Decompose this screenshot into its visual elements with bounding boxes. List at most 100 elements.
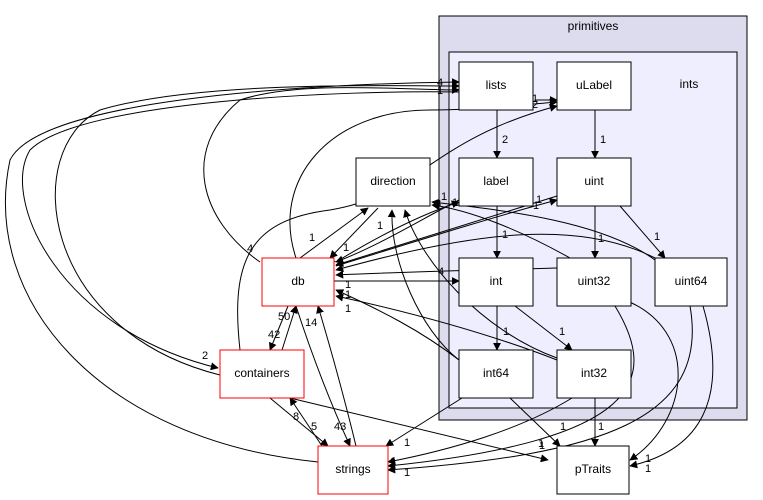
cluster-ints-title: ints bbox=[680, 77, 699, 91]
label-containers-strings: 5 bbox=[311, 421, 317, 433]
edge-uint64-strings bbox=[387, 305, 693, 474]
label-int64-strings: 1 bbox=[404, 437, 410, 449]
label-int64-pTraits: 1 bbox=[560, 421, 566, 433]
label-strings-label: 1 bbox=[441, 191, 447, 203]
edges bbox=[5, 78, 714, 474]
edge-uint64-pTraits bbox=[629, 305, 714, 469]
node-uint32[interactable]: uint32 bbox=[556, 257, 632, 307]
node-uint32-label: uint32 bbox=[578, 274, 611, 288]
label-strings-containers: 8 bbox=[293, 411, 299, 423]
label-db-int: 4 bbox=[438, 266, 444, 278]
edge-uint64-db bbox=[335, 233, 656, 272]
edge-uint-uint64 bbox=[619, 205, 666, 259]
node-lists[interactable]: lists bbox=[458, 61, 534, 111]
label-db-uint64: 1 bbox=[345, 303, 351, 315]
label-uint-db: 1 bbox=[533, 200, 539, 212]
node-uLabel-label: uLabel bbox=[576, 78, 612, 92]
edge-db-uint bbox=[335, 197, 558, 267]
label-label-int: 1 bbox=[502, 229, 508, 241]
label-db-uint32: 1 bbox=[345, 289, 351, 301]
edge-int32-strings bbox=[387, 397, 573, 465]
label-db-int32: 1 bbox=[345, 279, 351, 291]
edge-strings-lists bbox=[5, 78, 460, 463]
edge-labels: 2 1 1 1 1 1 1 50 42 14 43 5 8 4 4 2 1 1 … bbox=[202, 77, 660, 479]
label-containers-uLabel: 1 bbox=[532, 93, 538, 105]
edge-strings-containers bbox=[289, 397, 323, 447]
label-db-containers: 50 bbox=[278, 311, 290, 323]
edge-int64-direction bbox=[387, 209, 460, 361]
node-int32-label: int32 bbox=[581, 366, 607, 380]
node-uLabel[interactable]: uLabel bbox=[556, 61, 632, 111]
edge-strings-db bbox=[316, 305, 357, 447]
label-uint64-pTraits: 1 bbox=[645, 463, 651, 475]
label-containers-lists: 2 bbox=[202, 350, 208, 362]
edge-db-strings bbox=[295, 305, 351, 447]
label-containers-db: 42 bbox=[268, 329, 280, 341]
label-int-int64: 1 bbox=[503, 326, 509, 338]
edge-containers-uLabel bbox=[237, 104, 558, 351]
label-uLabel-uint: 1 bbox=[600, 134, 606, 146]
node-label-label: label bbox=[483, 174, 508, 188]
node-strings[interactable]: strings bbox=[317, 445, 389, 495]
node-uint64-label: uint64 bbox=[675, 274, 708, 288]
label-int32-strings: 1 bbox=[538, 438, 544, 450]
node-pTraits[interactable]: pTraits bbox=[556, 445, 630, 495]
label-int32-label: 1 bbox=[452, 197, 458, 209]
label-strings-db: 43 bbox=[334, 421, 346, 433]
node-lists-label: lists bbox=[486, 78, 507, 92]
node-int-label: int bbox=[490, 274, 503, 288]
edge-containers-pTraits bbox=[289, 397, 549, 463]
node-int64-label: int64 bbox=[483, 366, 509, 380]
node-db[interactable]: db bbox=[261, 257, 335, 307]
edge-db-containers bbox=[269, 305, 289, 351]
edge-int64-db bbox=[335, 289, 460, 361]
node-pTraits-label: pTraits bbox=[575, 462, 611, 476]
label-uint64-strings: 1 bbox=[404, 467, 410, 479]
label-int-int32: 1 bbox=[559, 326, 565, 338]
node-int64[interactable]: int64 bbox=[458, 349, 534, 399]
edge-lists-containers bbox=[22, 91, 460, 371]
edge-int64-strings bbox=[385, 397, 463, 447]
label-uint-uint32: 1 bbox=[598, 233, 604, 245]
label-lists-db: 4 bbox=[437, 77, 443, 89]
edge-uint32-strings bbox=[387, 305, 635, 470]
edge-int-int32 bbox=[514, 305, 573, 351]
node-direction[interactable]: direction bbox=[355, 157, 431, 207]
label-uint32-label: 1 bbox=[536, 194, 542, 206]
edge-containers-strings bbox=[269, 397, 329, 447]
node-uint64[interactable]: uint64 bbox=[654, 257, 728, 307]
edge-int32-direction bbox=[403, 209, 558, 359]
node-int32[interactable]: int32 bbox=[556, 349, 632, 399]
label-uint32-strings: 1 bbox=[390, 456, 396, 468]
cluster-primitives-title: primitives bbox=[568, 19, 619, 33]
label-uint-uint64: 1 bbox=[654, 231, 660, 243]
node-strings-label: strings bbox=[335, 462, 370, 476]
label-db-uLabel: 2 bbox=[532, 99, 538, 111]
node-int[interactable]: int bbox=[458, 257, 534, 307]
label-db-lists: 4 bbox=[247, 243, 253, 255]
edge-uint32-pTraits bbox=[624, 299, 679, 461]
node-label[interactable]: label bbox=[458, 157, 534, 207]
edge-int64-pTraits bbox=[509, 397, 561, 447]
label-label-direction: 8 bbox=[435, 198, 441, 210]
label-uint32-pTraits: 1 bbox=[645, 453, 651, 465]
edge-db-label bbox=[335, 200, 460, 263]
label-lists-label: 2 bbox=[502, 134, 508, 146]
label-label-db: 1 bbox=[343, 242, 349, 254]
node-containers-label: containers bbox=[234, 366, 289, 380]
label-int32-pTraits: 1 bbox=[598, 421, 604, 433]
label-direction-db: 1 bbox=[377, 220, 383, 232]
edge-direction-db bbox=[329, 207, 379, 259]
edge-containers-db bbox=[281, 305, 298, 351]
edge-containers-lists bbox=[54, 81, 460, 376]
node-direction-label: direction bbox=[370, 174, 415, 188]
label-containers-pTraits: 1 bbox=[539, 440, 545, 452]
node-uint[interactable]: uint bbox=[556, 157, 632, 207]
node-uint-label: uint bbox=[584, 174, 604, 188]
node-db-label: db bbox=[291, 274, 305, 288]
edge-uint32-direction bbox=[431, 201, 571, 259]
label-db-direction: 1 bbox=[309, 232, 315, 244]
node-containers[interactable]: containers bbox=[219, 349, 305, 399]
label-strings-lists: 1 bbox=[437, 85, 443, 97]
